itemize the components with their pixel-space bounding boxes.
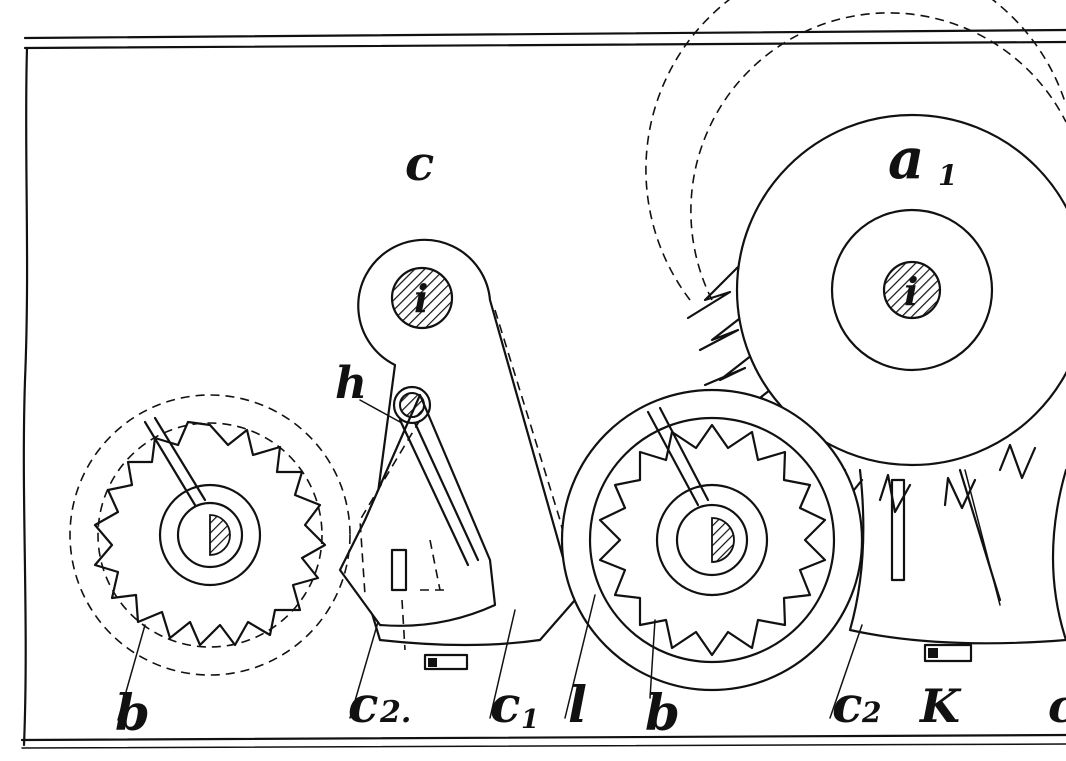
- labels: c a 1 i i h b c 2. c 1 l b c 2 K c: [115, 126, 1066, 742]
- spring-h: [359, 385, 480, 567]
- left-hub-hatch: [209, 514, 231, 556]
- label-l: l: [568, 675, 587, 734]
- ratchet-wheel-b-left: [69, 394, 351, 676]
- label-a1-sub: 1: [938, 159, 957, 192]
- middle-hub-hatch: [711, 517, 735, 563]
- spring-plate-left: [390, 548, 408, 592]
- rivet-left: [428, 658, 437, 667]
- label-b-left: b: [115, 683, 150, 742]
- shaft-i-left: [390, 266, 454, 330]
- spring-plate-right: [890, 478, 906, 582]
- slot-left: [423, 653, 469, 671]
- ratchet-wheel-b-middle: [560, 388, 864, 692]
- label-c2-right-sub: 2: [861, 696, 881, 729]
- label-c2-left: c: [348, 675, 378, 734]
- spring-hub-hatch: [399, 392, 425, 418]
- label-k: K: [918, 679, 962, 733]
- lever-arm-c2-right: [848, 468, 1066, 663]
- label-c2-right: c: [832, 675, 862, 734]
- label-b-middle: b: [645, 683, 680, 742]
- frame: [20, 28, 1066, 749]
- label-c2-left-sub: 2.: [379, 695, 411, 730]
- label-i-right: i: [904, 269, 918, 314]
- label-c1: c: [490, 675, 520, 734]
- large-gear-a1: [645, 0, 1066, 514]
- left-wheel-teeth: [93, 420, 327, 647]
- label-c-cut: c: [1048, 679, 1066, 733]
- label-i-left: i: [414, 276, 428, 321]
- label-h: h: [335, 358, 367, 409]
- shaft-i-right: [882, 260, 942, 320]
- label-c1-sub: 1: [521, 705, 539, 735]
- label-a1: a: [888, 126, 924, 192]
- rivet-right: [928, 648, 938, 658]
- slot-right: [923, 643, 973, 663]
- middle-wheel-teeth: [598, 423, 827, 657]
- leader-lines: [117, 594, 863, 721]
- label-c-pivot: c: [405, 136, 434, 192]
- lever-arm-c2-left: [338, 393, 497, 671]
